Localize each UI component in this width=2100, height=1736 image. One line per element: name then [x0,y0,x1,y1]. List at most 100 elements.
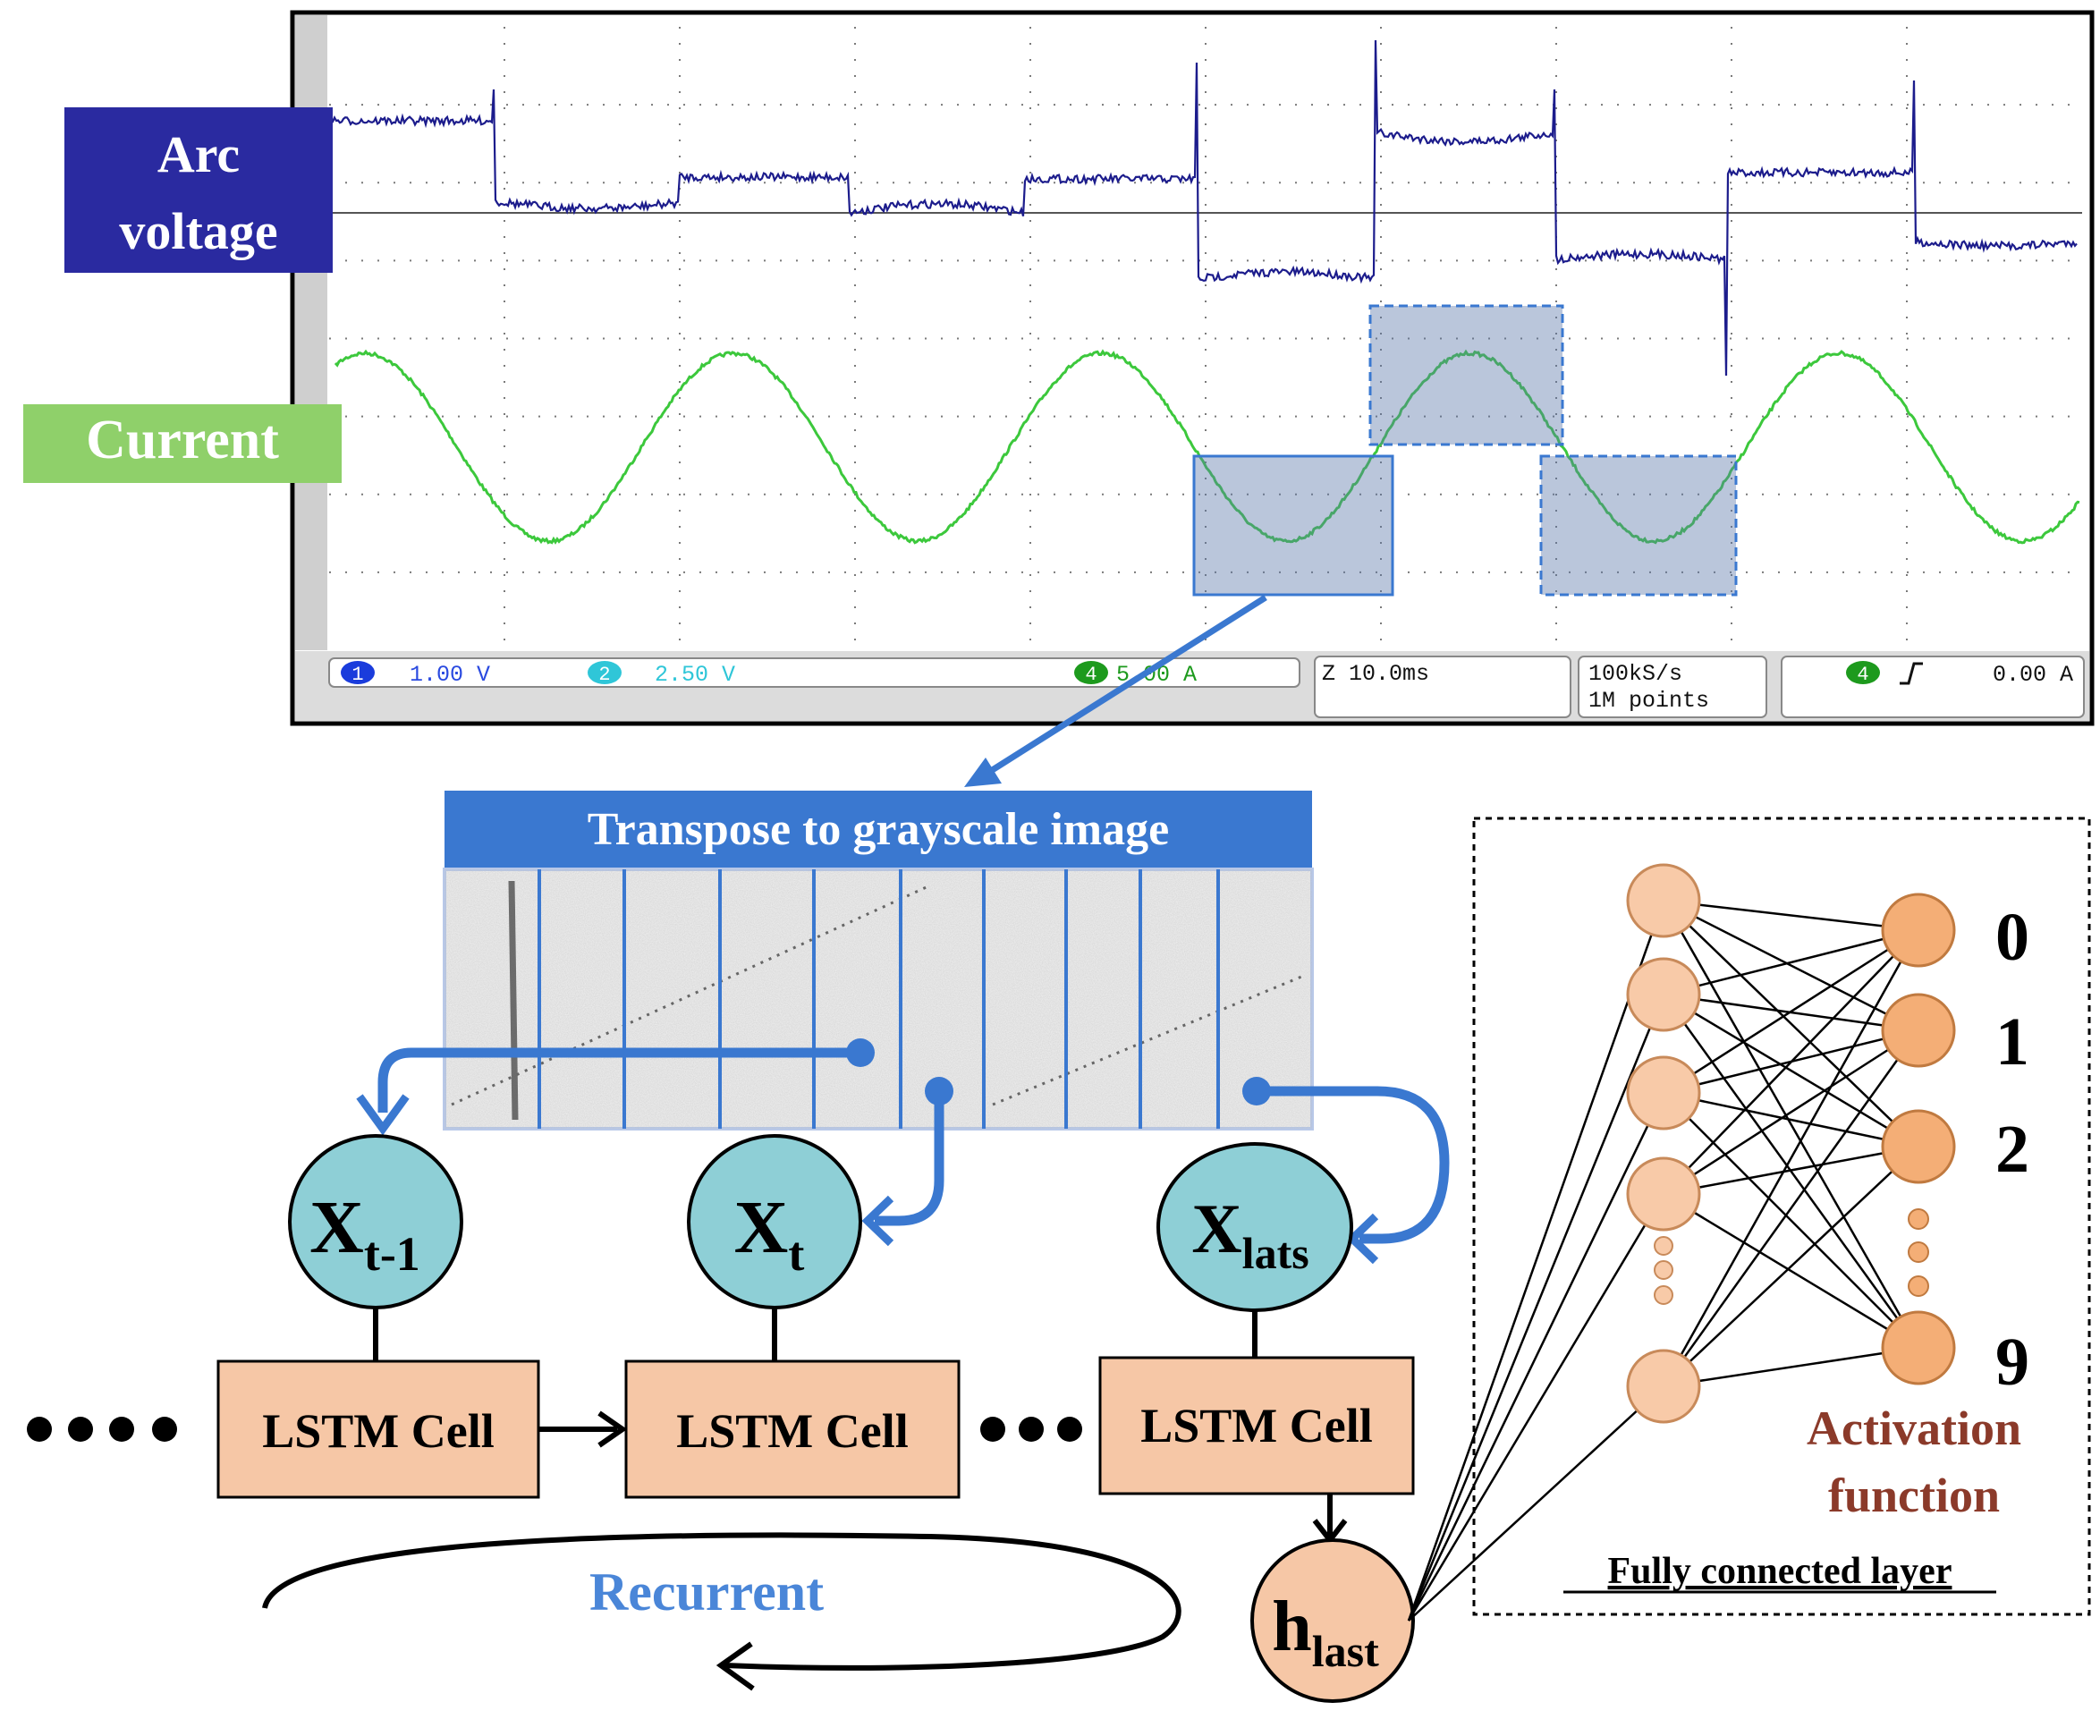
grayscale-title-bar [445,791,1312,869]
trigger-level: 0.00 A [1993,662,2073,688]
fc-hidden-node [1626,1349,1701,1424]
fc-output-labels: 0 1 2 9 [1995,900,2029,1400]
scope-status-bar: 1 1.00 V 2 2.50 V 4 5.00 A Z 10.0ms 100k… [295,651,2089,721]
ch1-num: 1 [351,664,363,686]
lstm-chain: Xt-1 Xt Xlats LSTM Cell LSTM Cell LSTM C… [27,1134,1415,1703]
fc-output-ellipsis-dot [1908,1208,1929,1230]
fc-edge-input [1407,900,1665,1622]
scope-grid-area [329,27,2082,653]
fc-hidden-node [1626,1055,1701,1131]
fc-connections [1407,899,1920,1622]
fc-output-node [1881,993,1956,1068]
ch1-badge [341,661,375,684]
grayscale-title: Transpose to grayscale image [588,804,1169,855]
scope-grid [329,27,2082,650]
input-node-x-last-label: Xlats [1191,1190,1308,1278]
route-to-xt-1 [377,1047,860,1113]
fc-edge [1663,993,1919,1148]
trigger-channel-num: 4 [1857,664,1868,686]
selection-window-solid [1192,454,1394,597]
hidden-state-label: hlast [1272,1588,1379,1676]
fc-edge [1663,928,1919,996]
arc-voltage-label-line1: Arc [157,125,240,183]
lstm-cell-2 [624,1359,961,1499]
ch2-badge [588,661,622,684]
activation-label-line1: Activation [1807,1402,2021,1455]
middle-ellipsis [980,1417,1082,1442]
image-dark-stripe [508,880,519,1121]
lstm-cell-3 [1098,1356,1415,1495]
fc-output-label: 2 [1995,1112,2029,1187]
fc-hidden-node [1626,863,1701,938]
fc-edge [1663,899,1919,1032]
input-node-x-t-label: Xt [734,1186,805,1281]
fc-edge [1663,928,1919,1095]
fc-output-label: 9 [1995,1325,2029,1400]
ch2-value: 2.50 V [655,662,735,688]
leading-ellipsis [27,1417,177,1442]
fc-edge-input [1407,1193,1665,1622]
fc-output-ellipsis-dot [1908,1241,1929,1263]
fc-edge [1663,1346,1919,1388]
recurrent-label: Recurrent [589,1562,824,1622]
status-timebase-box [1314,656,1571,718]
lstm-cell-2-label: LSTM Cell [676,1404,909,1458]
cell1-to-cell2-arrowhead [597,1410,628,1448]
route-to-xlast-head [1346,1213,1379,1265]
ch4-badge [1074,661,1108,684]
arc-voltage-label-box [64,107,333,273]
input-node-x-last [1156,1142,1353,1312]
fc-output-label: 1 [1995,1004,2029,1080]
fc-hidden-ellipsis-dot [1654,1236,1673,1256]
trigger-channel-badge [1846,661,1880,684]
current-label: Current [86,410,279,470]
status-channels-box [328,657,1300,688]
arc-voltage-label-line2: voltage [119,202,277,260]
record-length: 1M points [1588,688,1709,714]
fc-edge [1662,1029,1920,1387]
input-node-x-prev-label: Xt-1 [309,1186,420,1281]
fc-hidden-node [1626,1156,1701,1232]
lstm-cell-1-label: LSTM Cell [262,1404,495,1458]
fc-edge [1663,1192,1919,1350]
timebase: Z 10.0ms [1322,661,1429,687]
route-to-xt [875,1091,944,1226]
scope-to-image-arrowhead [964,758,1002,787]
grayscale-image-columns [538,869,1220,1129]
image-dotted-diagonal-1 [451,884,931,1106]
fc-edge [1663,1145,1919,1196]
fc-output-ellipsis-dot [1908,1275,1929,1297]
oscilloscope-panel: Arc voltage Current 1 1.00 V 2 2.50 V 4 … [23,10,2095,726]
activation-label-line2: function [1828,1469,2000,1522]
grayscale-image-noise [445,869,1312,1129]
fc-hidden-ellipsis-dot [1654,1260,1673,1280]
fc-edge [1663,899,1919,932]
fc-output-label: 0 [1995,900,2029,975]
fc-edge [1662,900,1920,1349]
fc-output-node [1881,1109,1956,1184]
fc-output-node [1881,893,1956,968]
trigger-edge-icon [1900,662,1923,685]
fc-title: Fully connected layer [1608,1551,1952,1592]
current-label-box [23,404,342,483]
hidden-state-node [1250,1538,1415,1703]
route-to-xlast [1257,1086,1450,1244]
fc-edge [1663,1146,1919,1387]
grayscale-image-panel: Transpose to grayscale image [443,791,1314,1131]
route-to-xt-head [861,1195,894,1247]
input-routing-arrows [356,1038,1450,1265]
fc-edge [1663,1029,1919,1196]
voltage-trace [330,39,2078,377]
selection-window-dashed-1 [1368,304,1564,446]
fc-hidden-ellipsis-dot [1654,1285,1673,1305]
sample-rate: 100kS/s [1588,661,1682,687]
fc-edge [1663,929,1919,1195]
fc-edge [1663,1091,1919,1148]
ch1-value: 1.00 V [410,662,490,688]
selection-window-dashed-2 [1539,454,1738,597]
fc-edge [1663,900,1919,1147]
fc-edge [1662,929,1920,1387]
scope-to-image-arrow [975,595,1267,783]
ch4-num: 4 [1085,664,1097,686]
